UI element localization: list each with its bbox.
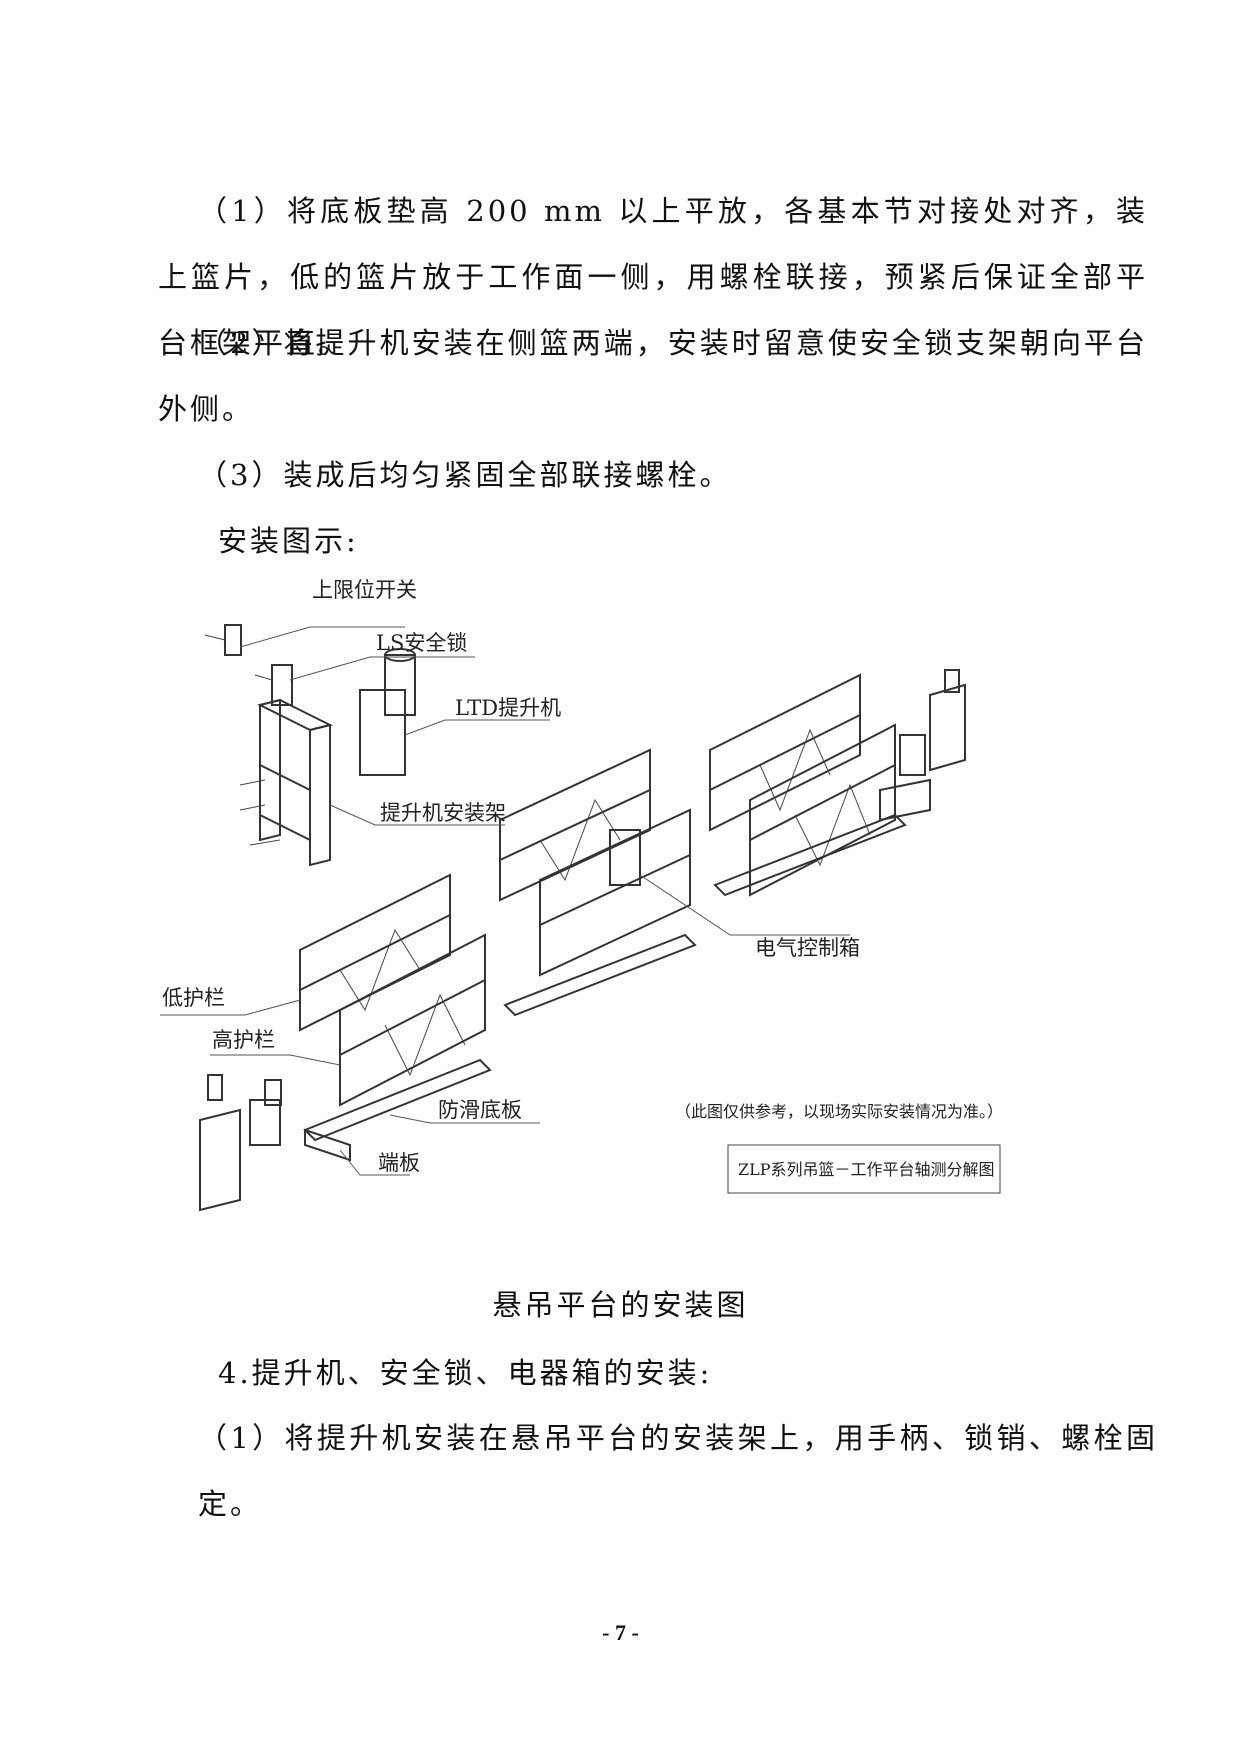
label-end-plate: 端板 <box>378 1151 420 1175</box>
guardrail-middle-bottom <box>539 808 691 977</box>
left-end-assembly <box>199 1074 282 1212</box>
label-ls-safety-lock: LS安全锁 <box>376 631 467 655</box>
installation-diagram: 上限位开关 LS安全锁 LTD提升机 提升机安装架 电气控制箱 低护栏 高护栏 … <box>150 575 1100 1275</box>
guardrail-back-right-top <box>709 673 861 832</box>
page-number: - 7 - <box>602 1620 639 1645</box>
leader-ltd-hoist <box>404 719 550 736</box>
guardrail-middle-top <box>499 748 651 902</box>
label-ltd-hoist: LTD提升机 <box>455 696 561 720</box>
hoist-drawing <box>359 648 416 776</box>
label-electrical-control-box: 电气控制箱 <box>755 936 860 960</box>
safety-lock-drawing <box>204 624 293 706</box>
label-low-guardrail: 低护栏 <box>162 986 225 1010</box>
leader-high-rail <box>210 1054 341 1066</box>
figure-caption: 悬吊平台的安装图 <box>492 1288 749 1322</box>
leader-mount-frame <box>329 804 505 826</box>
figure-intro: 安装图示: <box>218 524 359 558</box>
label-high-guardrail: 高护栏 <box>212 1028 275 1052</box>
hoist-mount-frame-drawing <box>239 698 333 867</box>
label-hoist-mount-frame: 提升机安装架 <box>380 801 506 825</box>
leader-upper-limit <box>239 626 405 648</box>
leader-end-plate <box>339 1149 410 1176</box>
leader-floor <box>389 1114 540 1124</box>
guardrail-left-top <box>299 873 451 1032</box>
guardrail-left-bottom <box>339 933 486 1107</box>
section-4-heading: 4.提升机、安全锁、电器箱的安装: <box>218 1356 713 1390</box>
leader-control-box <box>639 874 850 936</box>
label-upper-limit-switch: 上限位开关 <box>312 578 417 602</box>
section-4-step-1: （1）将提升机安装在悬吊平台的安装架上，用手柄、锁销、螺栓固定。 <box>198 1421 1158 1521</box>
label-note: （此图仅供参考，以现场实际安装情况为准。） <box>675 1102 1003 1121</box>
guardrail-back-right-bottom <box>749 723 896 897</box>
label-antislip-floor: 防滑底板 <box>438 1098 522 1122</box>
exploded-view-drawing: 上限位开关 LS安全锁 LTD提升机 提升机安装架 电气控制箱 低护栏 高护栏 … <box>160 578 1003 1212</box>
paragraph-step-1: （1）将底板垫高 200 mm 以上平放，各基本节对接处对齐，装上篮片，低的篮片… <box>158 194 1148 360</box>
floor-left <box>303 1058 492 1162</box>
title-box <box>727 1144 1001 1194</box>
floor-right <box>713 778 931 897</box>
leader-low-rail <box>160 999 301 1016</box>
paragraph-step-3: （3）装成后均匀紧固全部联接螺栓。 <box>198 458 732 492</box>
paragraph-step-2: （2）将提升机安装在侧篮两端，安装时留意使安全锁支架朝向平台外侧。 <box>158 326 1148 426</box>
floor-middle <box>503 933 697 1017</box>
leader-ls-lock <box>289 656 475 681</box>
right-end-assembly <box>899 669 966 776</box>
label-title-box: ZLP系列吊篮－工作平台轴测分解图 <box>738 1160 995 1179</box>
